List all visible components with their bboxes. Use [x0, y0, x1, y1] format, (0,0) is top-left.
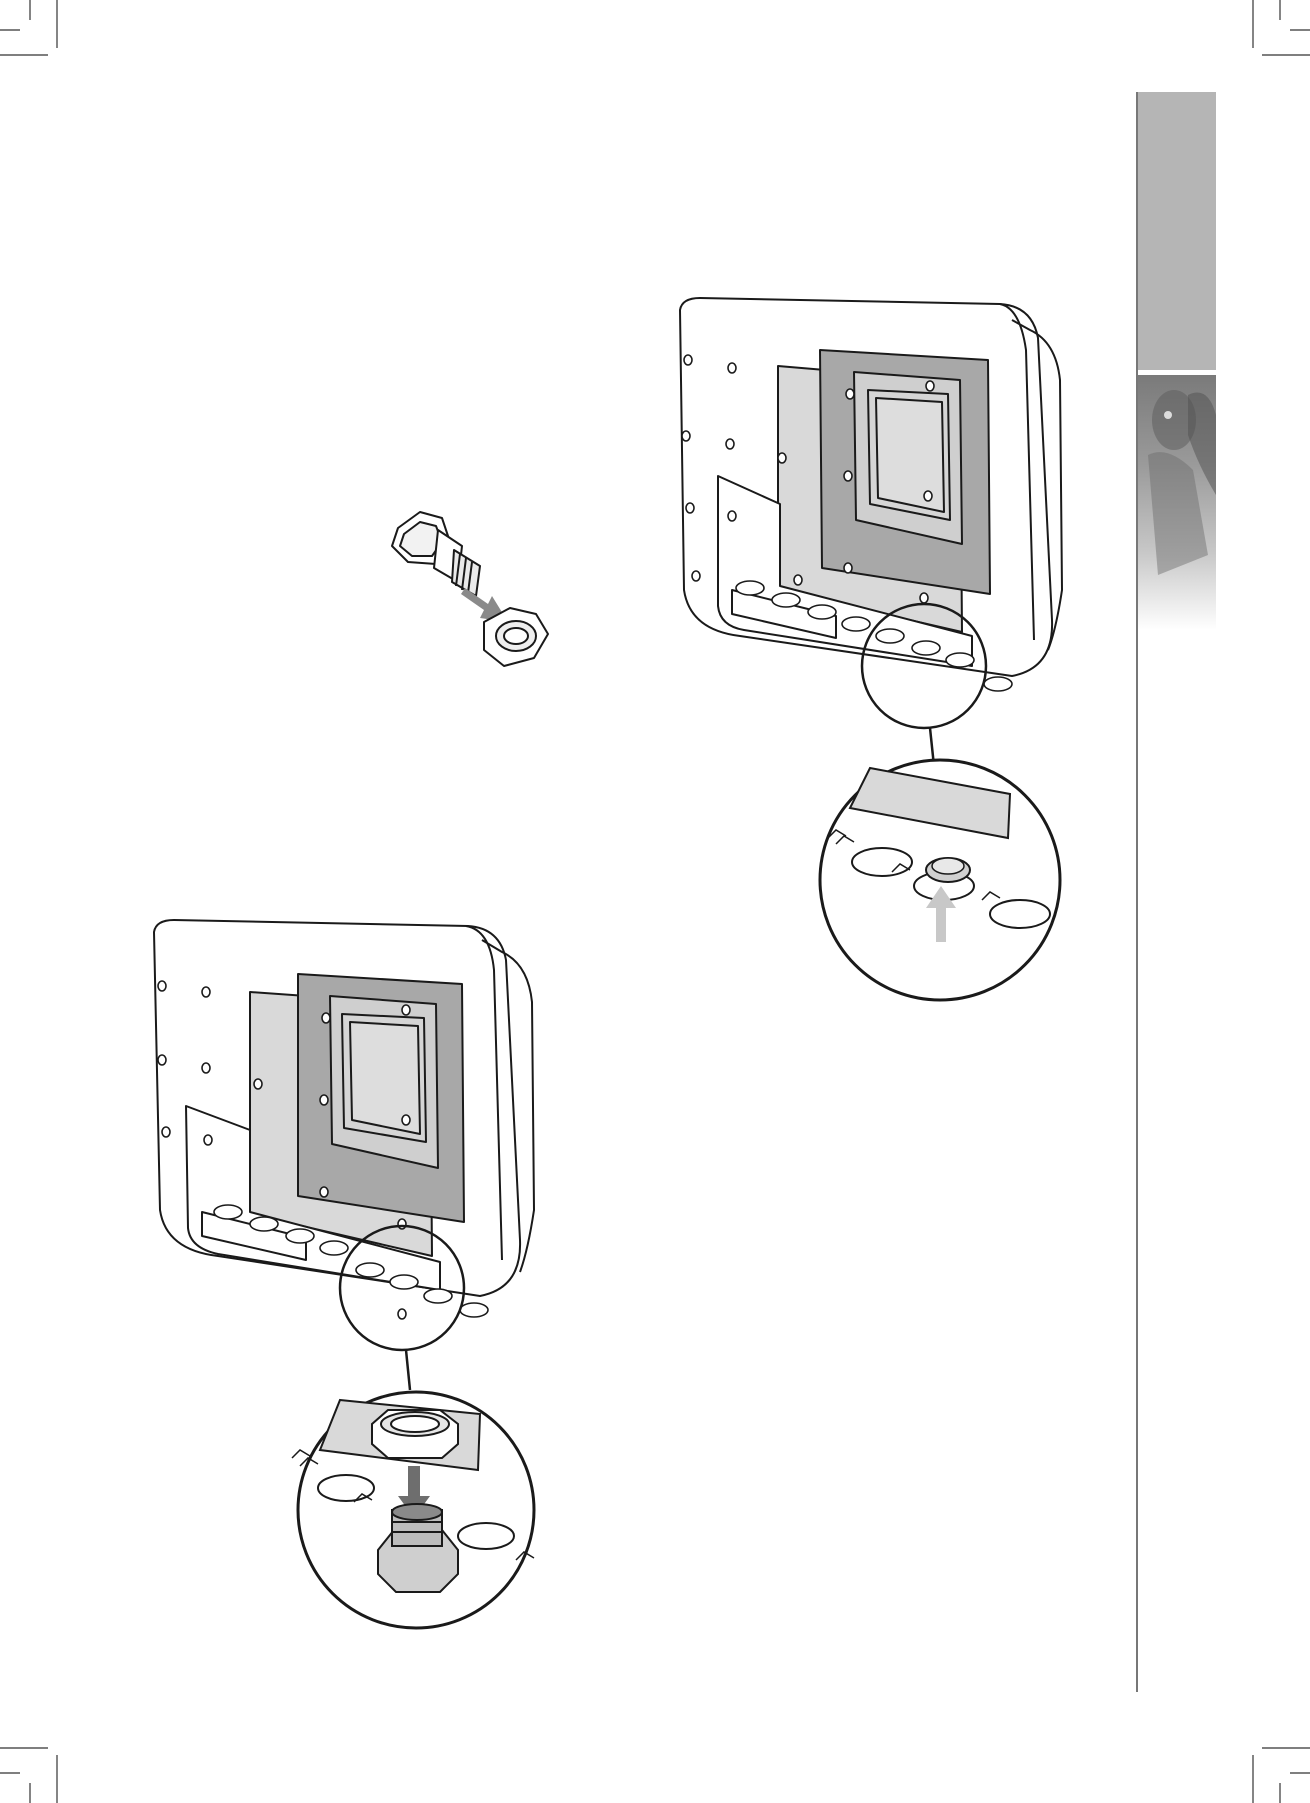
- person-on-phone-photo-icon: [1138, 375, 1216, 630]
- section-tab: [1138, 92, 1216, 370]
- remove-blanking-plug-figure: [660, 290, 1080, 1010]
- gland-and-locknut-figure: [380, 500, 560, 680]
- locknut-2: [372, 1410, 458, 1458]
- locknut: [484, 608, 548, 666]
- fit-gland-locknut-figure: [140, 910, 560, 1640]
- photo-silhouette: [1138, 375, 1216, 630]
